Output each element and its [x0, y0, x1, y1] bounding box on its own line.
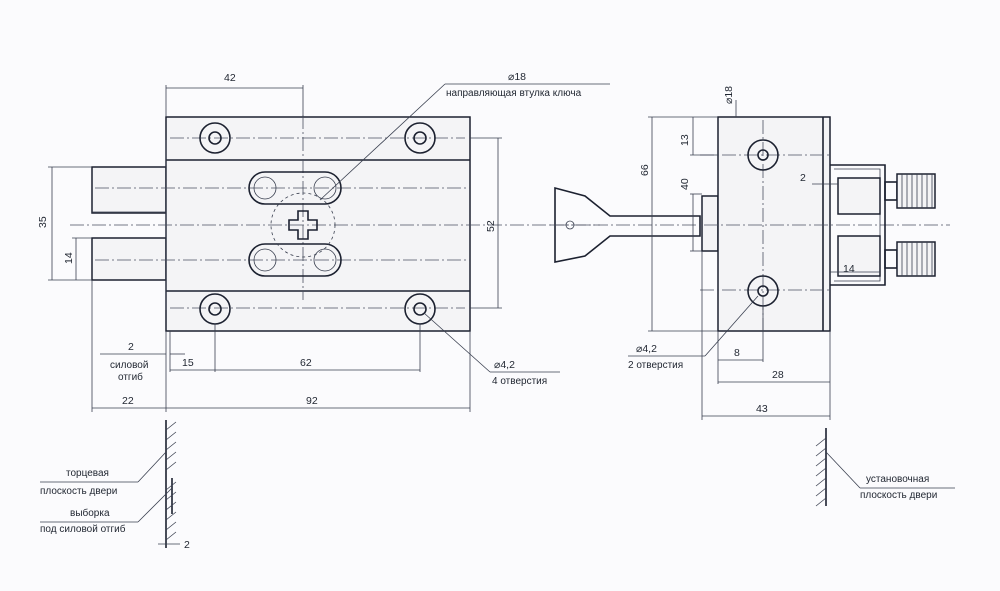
dimension-label: 40: [679, 178, 691, 190]
dimension-label: 66: [639, 164, 651, 176]
dimension-label: под силовой отгиб: [40, 523, 126, 535]
dimension-label: ⌀18: [508, 71, 526, 83]
dimension-label: 2: [128, 341, 134, 353]
dimension-label: 43: [756, 403, 768, 415]
lower-bolt: [91, 237, 167, 281]
dimension-label: 13: [679, 134, 691, 146]
dimension-label: установочная: [866, 474, 929, 485]
dimension-label: 62: [300, 357, 312, 369]
lock-body: [165, 116, 471, 332]
dimension-label: 28: [772, 369, 784, 381]
side-view: 66 13 40 ⌀18 2 14 ⌀4,2 2 отверстия 8 28 …: [550, 86, 955, 507]
dimension-label: 14: [843, 263, 855, 275]
dimension-label: ⌀4,2: [636, 343, 657, 355]
key-bushing-side: [701, 195, 719, 252]
dimension-label: направляющая втулка ключа: [446, 88, 582, 99]
lock-body-side: [717, 116, 831, 332]
upper-knob: [896, 173, 936, 209]
dimension-label: отгиб: [118, 371, 143, 383]
front-view: 42 35 14 52 ⌀18 направляющая втулка ключ…: [37, 71, 610, 551]
dimension-label: 14: [63, 252, 75, 264]
dimension-label: 2: [800, 172, 806, 184]
dimension-label: 42: [224, 72, 236, 84]
dimension-label: ⌀18: [723, 86, 735, 104]
mounting-hole: [747, 139, 779, 171]
mounting-hole: [199, 122, 231, 154]
dimension-label: плоскость двери: [860, 490, 937, 501]
dimension-label: ⌀4,2: [494, 359, 515, 371]
dimension-label: выборка: [70, 507, 110, 519]
key-bushing: [270, 192, 336, 258]
bracket: [830, 164, 886, 286]
key-cross-icon: [288, 210, 318, 240]
lower-bolt-side: [837, 235, 881, 277]
dimension-label: 52: [485, 220, 497, 232]
dimension-label: 35: [37, 216, 49, 228]
dimension-label: плоскость двери: [40, 486, 117, 497]
lower-knob: [896, 241, 936, 277]
dimension-label: 92: [306, 395, 318, 407]
upper-slot: [248, 171, 342, 205]
dimension-label: 8: [734, 347, 740, 359]
key: [554, 186, 701, 263]
dimension-label: 2 отверстия: [628, 360, 683, 371]
dimension-label: 15: [182, 357, 194, 369]
dimension-label: 22: [122, 395, 134, 407]
dimension-label: торцевая: [66, 468, 109, 479]
lower-slot: [248, 243, 342, 277]
upper-bolt-side: [837, 177, 881, 215]
dimension-label: силовой: [110, 360, 148, 371]
mounting-hole: [404, 122, 436, 154]
upper-bolt: [91, 166, 167, 214]
dimension-label: 2: [184, 539, 190, 551]
dimension-label: 4 отверстия: [492, 376, 547, 387]
